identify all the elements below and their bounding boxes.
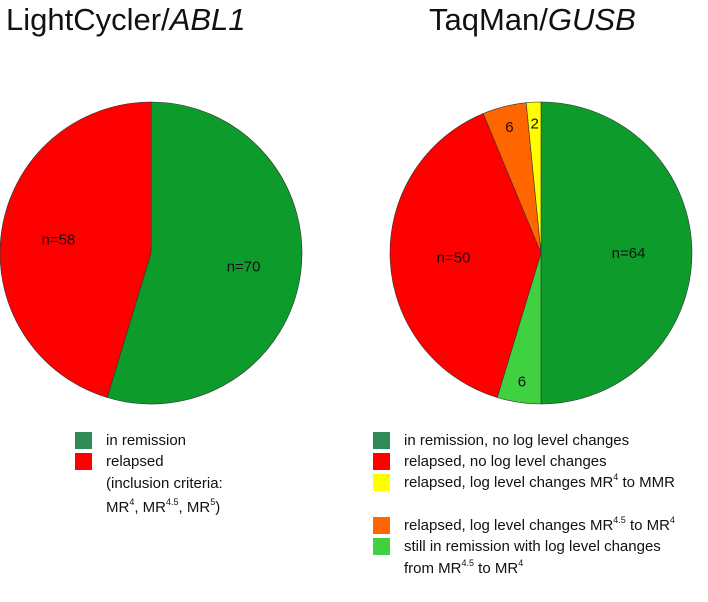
legend-right: in remission, no log level changes relap… [373, 430, 675, 581]
legend-item-relapsed-mr4-to-mmr: relapsed, log level changes MR4 to MMR [373, 472, 675, 493]
legend-item-relapsed: relapsed [75, 451, 223, 472]
legend-left: in remission relapsed (inclusion criteri… [75, 430, 223, 520]
slice-label: n=70 [227, 259, 261, 276]
legend-label: relapsed, no log level changes [404, 453, 607, 470]
legend-label: still in remission with log level change… [404, 538, 661, 555]
legend-swatch [373, 432, 390, 449]
legend-item-remission-with-change-line2: from MR4.5 to MR4 [404, 558, 524, 578]
slice-label: n=64 [612, 245, 646, 262]
pie-slice [540, 101, 693, 405]
pie-slice [106, 101, 303, 405]
slice-label: 6 [518, 373, 526, 390]
legend-item-in-remission: in remission [75, 430, 223, 451]
legend-swatch [373, 453, 390, 470]
legend-item-remission-with-change: still in remission with log level change… [373, 536, 675, 557]
pie-slice [525, 101, 542, 254]
legend-label: in remission [106, 432, 187, 449]
chart-title-taqman: TaqMan/GUSB [429, 2, 636, 37]
legend-label: in remission, no log level changes [404, 432, 630, 449]
legend-swatch [373, 538, 390, 555]
pie-slice [389, 113, 542, 398]
legend-swatch [373, 474, 390, 491]
legend-item-relapsed-mr45-to-mr4: relapsed, log level changes MR4.5 to MR4 [373, 515, 675, 536]
legend-label: relapsed [106, 453, 164, 470]
legend-swatch [373, 517, 390, 534]
legend-label: relapsed, log level changes MR4.5 to MR4 [404, 515, 676, 535]
legend-item-relapsed-no-change: relapsed, no log level changes [373, 451, 675, 472]
chart-title-lightcycler: LightCycler/ABL1 [6, 2, 246, 37]
pie-slice [0, 101, 152, 398]
slice-label: 2 [530, 115, 538, 132]
legend-item-in-remission-no-change: in remission, no log level changes [373, 430, 675, 451]
legend-swatch [75, 432, 92, 449]
slice-label: 6 [505, 119, 513, 136]
legend-note-line2: MR4, MR4.5, MR5) [106, 497, 221, 517]
legend-label: relapsed, log level changes MR4 to MMR [404, 472, 675, 492]
legend-swatch [75, 453, 92, 470]
slice-label: n=50 [437, 249, 471, 266]
legend-note-line1: (inclusion criteria: [106, 475, 223, 492]
slice-label: n=58 [41, 231, 75, 248]
